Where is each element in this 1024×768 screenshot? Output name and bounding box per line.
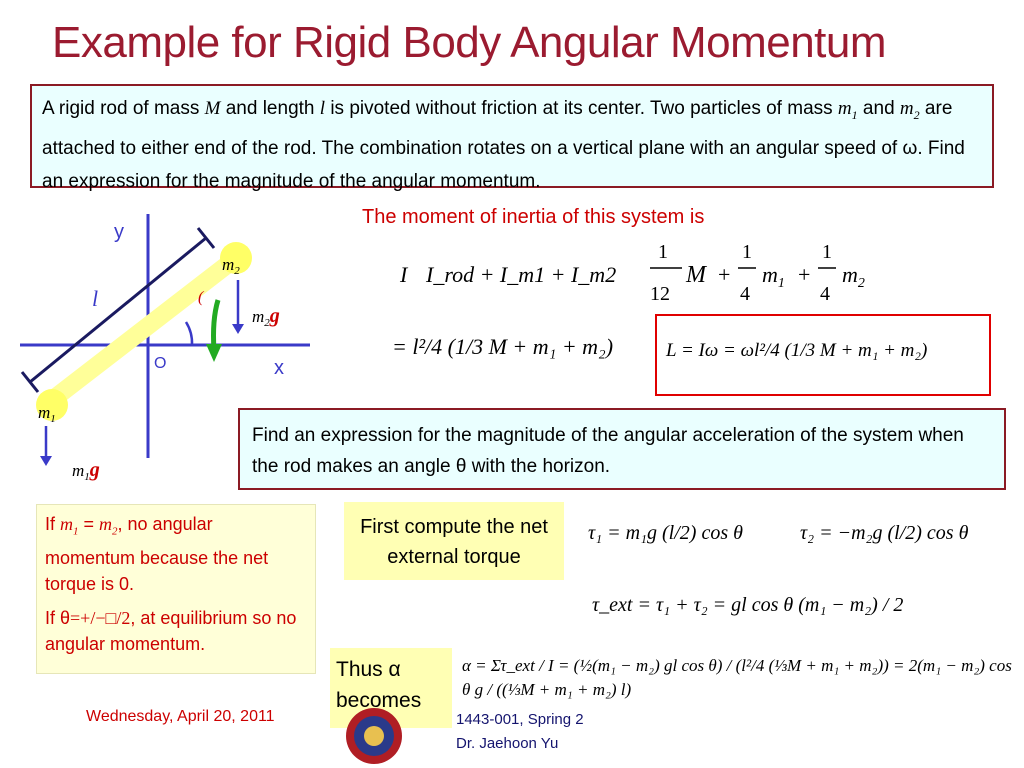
- length-symbol: l: [319, 98, 326, 119]
- m2-label-text: m: [222, 255, 234, 274]
- y-axis-label: y: [114, 221, 124, 243]
- moi-equation: I I_rod + I_m1 + I_m2 1 12 M + 1 4 m1 + …: [399, 241, 865, 305]
- m1-label-sub: 1: [50, 413, 56, 425]
- m1g-label-text: m: [72, 461, 84, 480]
- note-text-2: , at equilibrium so no angular momentum.: [45, 607, 297, 654]
- footer-instructor: Dr. Jaehoon Yu: [456, 735, 559, 752]
- mass-m1: [36, 389, 68, 421]
- eq-M: M: [685, 262, 708, 288]
- m2-subscript: 2: [913, 107, 920, 122]
- m2-label-sub: 2: [234, 265, 240, 277]
- m1-subscript: 1: [851, 107, 858, 122]
- moi-heading: The moment of inertia of this system is: [362, 206, 705, 228]
- m2g-label: m2g: [252, 305, 280, 329]
- note-m2-sub: 2: [112, 525, 118, 538]
- origin-label: O: [154, 355, 166, 372]
- torque-1: τ₁ = m₁g (l/2) cos θ: [588, 522, 743, 544]
- m1-mass-label: m1: [38, 403, 56, 425]
- m2-mass-label: m2: [222, 255, 240, 277]
- m1g-label: m1g: [72, 459, 100, 483]
- eq-plus-2: +: [798, 262, 810, 287]
- eq-one-1: 1: [658, 241, 668, 263]
- mass-m2: [220, 242, 252, 274]
- note-line-1: If m1 = m2, no angular momentum because …: [45, 511, 307, 597]
- eq-I-sum: I_rod + I_m1 + I_m2: [425, 262, 616, 287]
- angle-arc: [184, 321, 194, 346]
- moi-simplified: = l²/4 (1/3 M + m₁ + m₂): [392, 334, 614, 359]
- rotation-arrowhead: [206, 344, 222, 362]
- rod: [43, 249, 245, 409]
- m1g-label-sub: 1: [84, 471, 90, 483]
- eq-m1: m1: [762, 262, 785, 291]
- footer-course-name: 1443-001, Spring 2: [456, 711, 584, 728]
- angle-label: (: [198, 289, 205, 306]
- equilibrium-note: If m1 = m2, no angular momentum because …: [36, 504, 316, 674]
- note-if-1: If: [45, 514, 61, 534]
- rod-diagram: y x O l ( m2 m1 m2g m1g: [20, 214, 310, 483]
- problem-text-5: are attached to either end of the rod. T…: [42, 98, 965, 192]
- angular-momentum-box: [655, 314, 991, 396]
- problem-text-4: and: [857, 98, 900, 119]
- m2g-label-text: m: [252, 307, 264, 326]
- mass-symbol: M: [204, 98, 221, 119]
- note-m1-sub: 1: [73, 525, 79, 538]
- note-text-1: , no angular momentum because the net to…: [45, 514, 269, 594]
- m2g-label-sub: 2: [264, 317, 270, 329]
- alpha-expression: α = Στ_ext / I = (½(m₁ − m₂) gl cos θ) /…: [462, 656, 1012, 699]
- note-equals: =: [78, 514, 100, 534]
- eq-one-2: 1: [742, 241, 752, 263]
- eq-I: I: [399, 262, 409, 287]
- eq-four-1: 4: [740, 283, 750, 305]
- problem-text-1: A rigid rod of mass: [42, 98, 205, 119]
- m1-gravity-arrowhead: [40, 456, 52, 466]
- length-tick-2: [196, 227, 216, 249]
- question-angular-acceleration: Find an expression for the magnitude of …: [238, 408, 1006, 490]
- m2-gravity-arrowhead: [232, 324, 244, 334]
- m2g-g: g: [269, 305, 280, 327]
- eq-four-2: 4: [820, 283, 830, 305]
- eq-twelve: 12: [650, 283, 670, 305]
- length-indicator: [29, 236, 207, 384]
- university-seal-icon: [346, 708, 402, 764]
- eq-m2-text: m: [842, 262, 858, 287]
- eq-m2-sub: 2: [858, 276, 865, 291]
- problem-text-2: and length: [220, 98, 320, 119]
- torque-2: τ₂ = −m₂g (l/2) cos θ: [800, 522, 969, 544]
- torque-box: First compute the net external torque: [344, 502, 564, 580]
- note-m1: m: [60, 514, 74, 534]
- note-if-2: If θ: [45, 607, 71, 628]
- eq-plus-1: +: [718, 262, 730, 287]
- m1g-g: g: [89, 459, 100, 481]
- eq-one-3: 1: [822, 241, 832, 263]
- slide-title: Example for Rigid Body Angular Momentum: [52, 18, 887, 67]
- rotation-arrow: [211, 299, 221, 351]
- note-line-2: If θ=+/−□/2, at equilibrium so no angula…: [45, 605, 307, 657]
- eq-m2: m2: [842, 262, 865, 291]
- net-torque: τ_ext = τ₁ + τ₂ = gl cos θ (m₁ − m₂) / 2: [592, 594, 904, 616]
- length-tick-1: [20, 371, 40, 393]
- footer-date: Wednesday, April 20, 2011: [86, 708, 275, 725]
- m1-symbol: m: [837, 98, 852, 119]
- m1-label-text: m: [38, 403, 50, 422]
- m2-symbol: m: [899, 98, 914, 119]
- note-m2: m: [99, 514, 113, 534]
- angular-momentum-expr: L = Iω = ωl²/4 (1/3 M + m₁ + m₂): [666, 340, 928, 361]
- x-axis-label: x: [274, 357, 284, 379]
- footer-course: 1443-001, Spring 2 Dr. Jaehoon Yu: [456, 708, 584, 756]
- rod-length-label: l: [92, 286, 98, 311]
- eq-m1-sub: 1: [778, 276, 785, 291]
- note-theta-value: =+/−□/2: [70, 607, 131, 628]
- eq-m1-text: m: [762, 262, 778, 287]
- problem-text-3: is pivoted without friction at its cente…: [325, 98, 838, 119]
- problem-statement: A rigid rod of mass M and length l is pi…: [30, 84, 994, 192]
